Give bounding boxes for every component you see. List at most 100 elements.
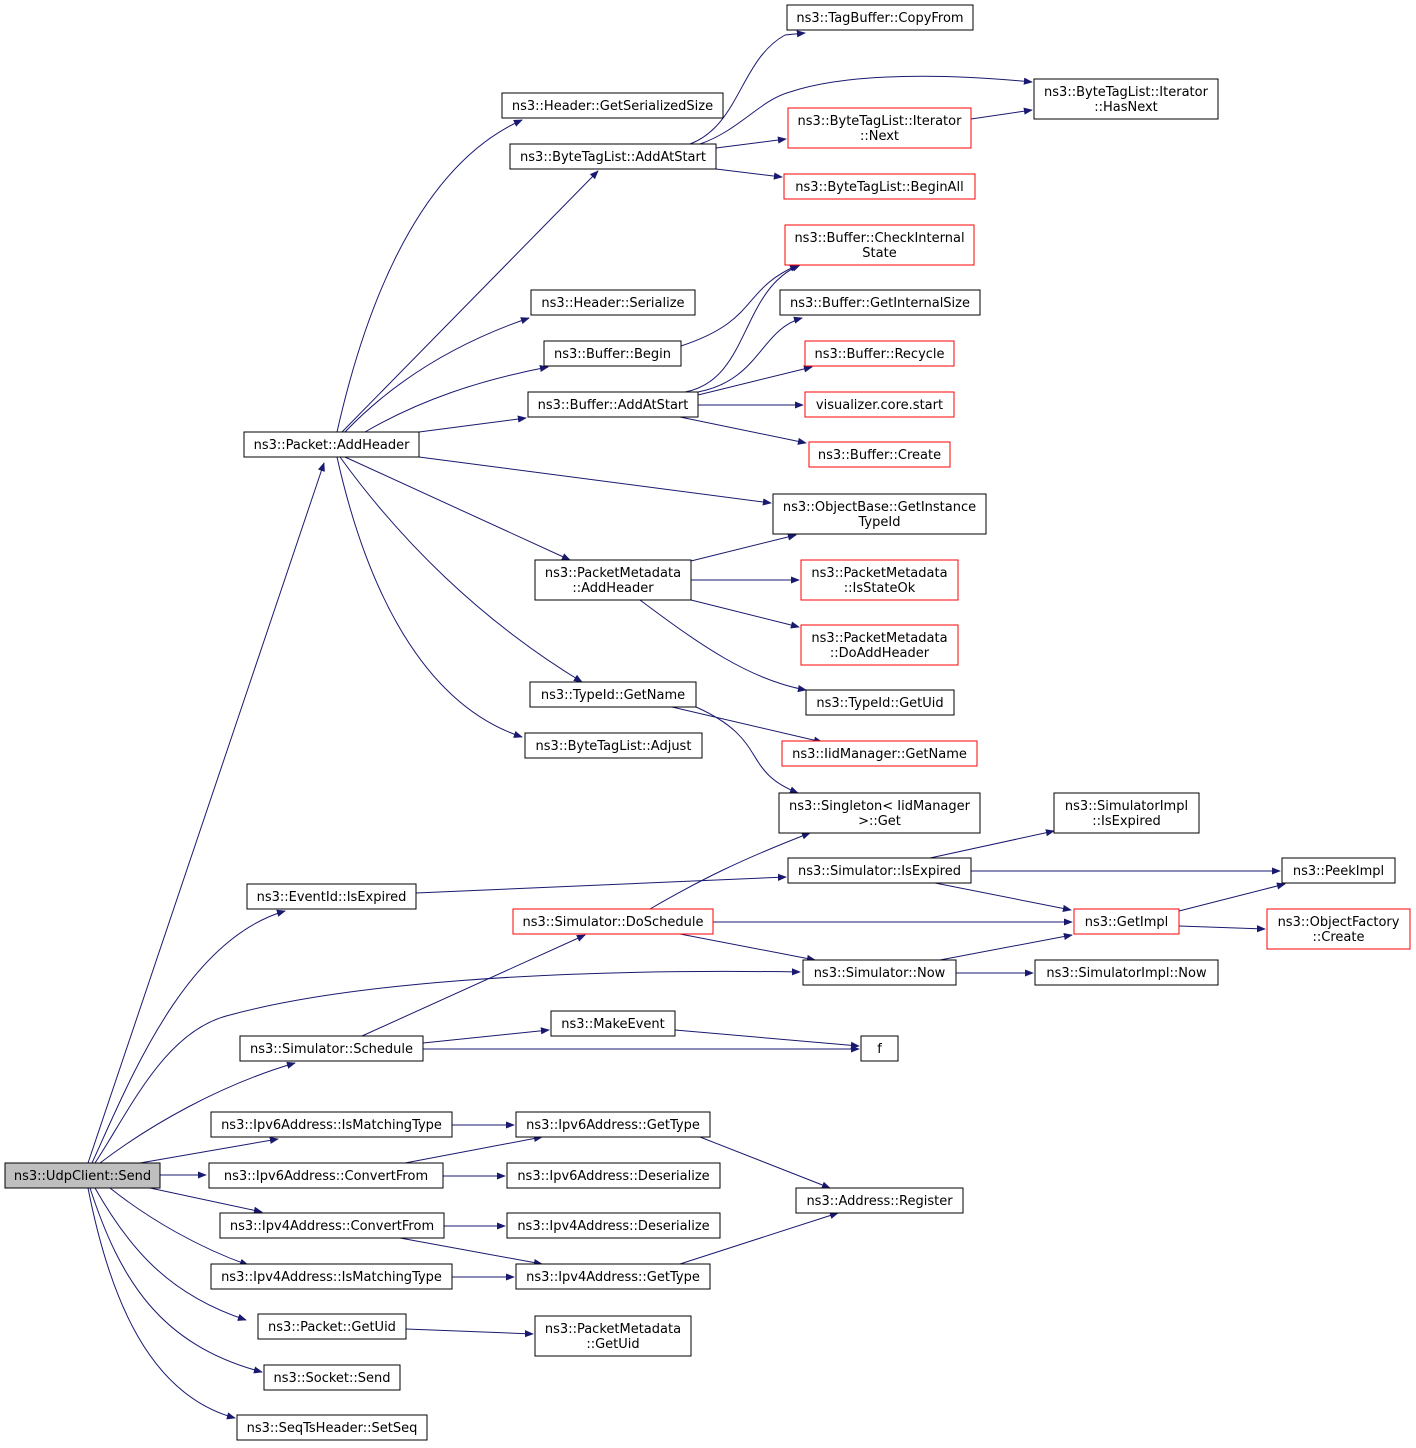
node-box (800, 559, 959, 601)
call-edge-root-to-seqts-setseq (87, 1187, 236, 1420)
node-label: f (877, 1042, 882, 1057)
function-node-simulator-schedule[interactable]: ns3::Simulator::Schedule (239, 1035, 424, 1062)
function-node-peekimpl[interactable]: ns3::PeekImpl (1281, 857, 1396, 884)
node-box (501, 92, 724, 119)
function-node-iidmanager-getname[interactable]: ns3::IidManager::GetName (781, 740, 978, 767)
function-node-bytetaglist-beginall[interactable]: ns3::ByteTagList::BeginAll (783, 173, 976, 200)
function-node-tagbuffer-copyfrom[interactable]: ns3::TagBuffer::CopyFrom (786, 4, 974, 31)
node-box (515, 1111, 711, 1138)
call-edge-ipv4-gettype-to-address-register (679, 1212, 839, 1265)
node-box (784, 224, 975, 266)
function-node-ipv6-convertfrom[interactable]: ns3::Ipv6Address::ConvertFrom (208, 1162, 444, 1189)
call-edge-root-to-ipv6-ismatchingtype (139, 1136, 279, 1164)
function-node-ipv4-convertfrom[interactable]: ns3::Ipv4Address::ConvertFrom (219, 1212, 445, 1239)
function-node-ipv4-deserialize[interactable]: ns3::Ipv4Address::Deserialize (506, 1212, 721, 1239)
call-edge-simulator-isexpired-to-getimpl (934, 882, 1072, 912)
function-node-ipv4-gettype[interactable]: ns3::Ipv4Address::GetType (515, 1263, 711, 1290)
node-box (208, 1162, 444, 1189)
node-label: ns3::Simulator::IsExpired (798, 864, 961, 879)
node-label: ::AddHeader (572, 581, 654, 596)
call-edge-packet-getuid-to-packetmetadata-getuid (405, 1328, 534, 1338)
node-label: ns3::Simulator::DoSchedule (522, 915, 703, 930)
call-edge-packet-addheader-to-header-serialize (344, 317, 530, 433)
function-node-ipv6-deserialize[interactable]: ns3::Ipv6Address::Deserialize (506, 1162, 721, 1189)
function-node-packetmetadata-doaddheader[interactable]: ns3::PacketMetadata::DoAddHeader (800, 624, 959, 666)
call-edge-root-to-ipv4-ismatchingtype (109, 1187, 249, 1266)
function-node-simulatorimpl-isexpired[interactable]: ns3::SimulatorImpl::IsExpired (1053, 792, 1200, 834)
call-edge-buffer-addatstart-to-buffer-checkinternalstate (684, 264, 801, 393)
node-label: ns3::Buffer::GetInternalSize (790, 296, 970, 311)
node-label: ns3::Address::Register (806, 1194, 953, 1209)
function-node-packetmetadata-getuid[interactable]: ns3::PacketMetadata::GetUid (534, 1315, 692, 1357)
node-label: ::Create (1313, 930, 1365, 945)
node-label: ns3::Singleton< IidManager (789, 799, 971, 814)
function-node-buffer-recycle[interactable]: ns3::Buffer::Recycle (804, 340, 955, 367)
function-node-typeid-getuid[interactable]: ns3::TypeId::GetUid (805, 689, 955, 716)
function-node-ipv6-gettype[interactable]: ns3::Ipv6Address::GetType (515, 1111, 711, 1138)
function-node-objectfactory-create[interactable]: ns3::ObjectFactory::Create (1266, 908, 1411, 950)
node-label: visualizer.core.start (816, 398, 943, 413)
call-edge-packet-addheader-to-buffer-begin (364, 364, 549, 433)
function-node-buffer-create[interactable]: ns3::Buffer::Create (808, 441, 951, 468)
function-node-packetmetadata-addheader[interactable]: ns3::PacketMetadata::AddHeader (534, 559, 692, 601)
function-node-visualizer-core-start[interactable]: visualizer.core.start (804, 391, 955, 418)
function-node-bytetaglist-iterator-next[interactable]: ns3::ByteTagList::Iterator::Next (787, 107, 972, 149)
call-edge-simulator-isexpired-to-simulatorimpl-isexpired (929, 829, 1055, 859)
node-box (804, 391, 955, 418)
function-node-address-register[interactable]: ns3::Address::Register (795, 1187, 964, 1214)
function-node-ipv6-ismatchingtype[interactable]: ns3::Ipv6Address::IsMatchingType (210, 1111, 453, 1138)
node-label: ns3::Buffer::Create (818, 448, 941, 463)
function-node-buffer-addatstart[interactable]: ns3::Buffer::AddAtStart (527, 391, 699, 418)
call-edge-buffer-addatstart-to-buffer-create (679, 416, 807, 445)
node-label: ::GetUid (586, 1337, 639, 1352)
function-node-header-serialize[interactable]: ns3::Header::Serialize (530, 289, 696, 316)
call-edge-packetmetadata-addheader-to-objectbase-getinstancetypeid (690, 533, 797, 562)
node-label: ns3::Ipv4Address::IsMatchingType (221, 1270, 442, 1285)
function-node-simulator-now[interactable]: ns3::Simulator::Now (802, 959, 957, 986)
node-label: ns3::Buffer::Begin (554, 347, 671, 362)
function-node-bytetaglist-adjust[interactable]: ns3::ByteTagList::Adjust (524, 732, 703, 759)
node-label: ns3::Ipv4Address::ConvertFrom (230, 1219, 434, 1234)
function-node-simulatorimpl-now[interactable]: ns3::SimulatorImpl::Now (1034, 959, 1219, 986)
function-node-bytetaglist-addatstart[interactable]: ns3::ByteTagList::AddAtStart (509, 143, 717, 170)
function-node-buffer-begin[interactable]: ns3::Buffer::Begin (543, 340, 682, 367)
node-label: ns3::ObjectFactory (1278, 915, 1400, 930)
node-label: ns3::ByteTagList::AddAtStart (520, 150, 706, 165)
call-edge-root-to-packet-addheader (87, 462, 325, 1164)
function-node-socket-send[interactable]: ns3::Socket::Send (263, 1364, 401, 1391)
node-box (534, 559, 692, 601)
node-label: ns3::PacketMetadata (545, 566, 681, 581)
call-edge-simulator-doschedule-to-singleton-get (649, 832, 811, 910)
node-label: ::DoAddHeader (830, 646, 930, 661)
function-node-seqts-setseq[interactable]: ns3::SeqTsHeader::SetSeq (236, 1414, 428, 1441)
node-box (795, 1187, 964, 1214)
call-edge-ipv6-gettype-to-address-register (699, 1136, 831, 1189)
function-node-singleton-get[interactable]: ns3::Singleton< IidManager >::Get (778, 792, 981, 834)
node-label: ns3::Ipv6Address::IsMatchingType (221, 1118, 442, 1133)
call-edge-buffer-addatstart-to-buffer-getinternalsize (697, 316, 803, 393)
call-edge-packet-addheader-to-objectbase-getinstancetypeid (418, 456, 772, 506)
function-node-typeid-getname[interactable]: ns3::TypeId::GetName (529, 681, 697, 708)
function-node-makeevent[interactable]: ns3::MakeEvent (550, 1010, 676, 1037)
function-node-simulator-isexpired[interactable]: ns3::Simulator::IsExpired (787, 857, 972, 884)
function-node-ipv4-ismatchingtype[interactable]: ns3::Ipv4Address::IsMatchingType (210, 1263, 453, 1290)
node-label: TypeId (858, 515, 901, 530)
node-label: ns3::ByteTagList::Iterator (1044, 85, 1209, 100)
function-node-header-getserializedsize[interactable]: ns3::Header::GetSerializedSize (501, 92, 724, 119)
node-box (236, 1414, 428, 1441)
function-node-bytetaglist-iterator-hasnext[interactable]: ns3::ByteTagList::Iterator::HasNext (1033, 78, 1219, 120)
call-edge-root-to-packet-getuid (94, 1187, 247, 1321)
call-edge-getimpl-to-objectfactory-create (1178, 925, 1266, 933)
function-node-f[interactable]: f (860, 1035, 899, 1062)
call-edge-buffer-addatstart-to-buffer-recycle (697, 365, 813, 396)
function-node-simulator-doschedule[interactable]: ns3::Simulator::DoSchedule (512, 908, 714, 935)
function-node-getimpl[interactable]: ns3::GetImpl (1073, 908, 1180, 935)
function-node-eventid-isexpired[interactable]: ns3::EventId::IsExpired (246, 883, 417, 910)
function-node-buffer-getinternalsize[interactable]: ns3::Buffer::GetInternalSize (779, 289, 981, 316)
call-edge-buffer-begin-to-buffer-checkinternalstate (680, 264, 799, 347)
function-node-packetmetadata-isstateok[interactable]: ns3::PacketMetadata::IsStateOk (800, 559, 959, 601)
function-node-packet-addheader[interactable]: ns3::Packet::AddHeader (243, 431, 420, 458)
function-node-packet-getuid[interactable]: ns3::Packet::GetUid (257, 1313, 407, 1340)
